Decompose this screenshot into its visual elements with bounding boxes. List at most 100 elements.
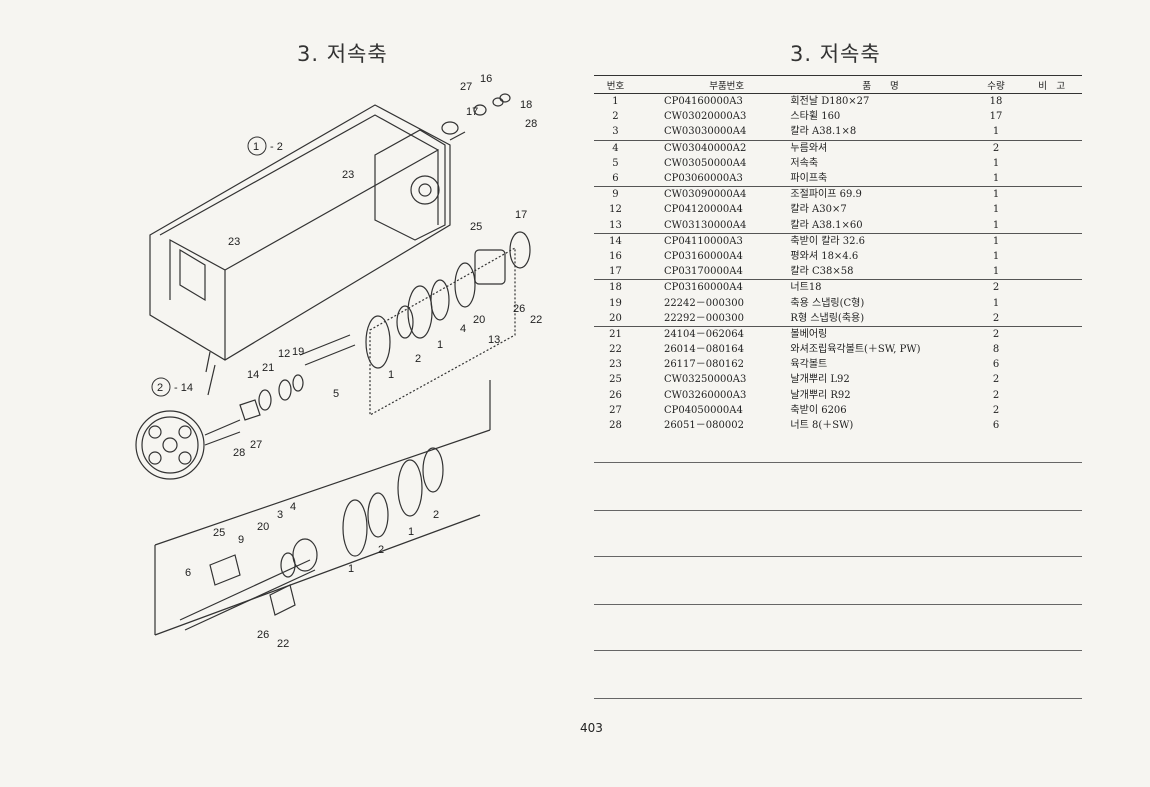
row-no: 4: [594, 139, 637, 156]
callout: 17: [515, 209, 527, 221]
row-no: 3: [612, 126, 619, 138]
callout: 23: [228, 236, 240, 248]
callout: 5: [333, 388, 339, 400]
callout: 18: [520, 99, 532, 111]
row-part-name: 저속축: [790, 157, 819, 169]
divider: [594, 604, 1082, 605]
row-part-number: CW03030000A4: [663, 126, 747, 138]
row-note: [1021, 232, 1082, 249]
row-note: [1021, 139, 1082, 156]
reference-callout-1-suffix: - 2: [270, 141, 283, 153]
row-part-number: 26051－080002: [663, 420, 744, 432]
row-part-number: 26014－080164: [663, 344, 744, 356]
row-quantity: 1: [992, 219, 1000, 231]
row-no: 22: [609, 344, 622, 356]
row-note: [1021, 279, 1082, 296]
divider: [594, 698, 1082, 699]
header-no: 번호: [594, 75, 637, 94]
callout: 19: [292, 346, 304, 358]
row-part-name: 와셔조립육각볼트(＋SW, PW): [790, 344, 921, 356]
table-row: 22 26014－080164 와셔조립육각볼트(＋SW, PW) 8: [594, 342, 1082, 357]
row-note: [1021, 109, 1082, 124]
row-part-number: CW03090000A4: [636, 186, 791, 203]
header-note: 비 고: [1021, 75, 1082, 94]
callout: 14: [247, 369, 259, 381]
row-no: 16: [609, 250, 622, 262]
row-no: 25: [609, 374, 622, 386]
row-note: [1021, 124, 1082, 140]
row-note: [1021, 325, 1082, 342]
callout: 2: [415, 353, 421, 365]
callout: 16: [480, 73, 492, 85]
row-quantity: 8: [992, 344, 1000, 356]
row-quantity: 1: [992, 266, 1000, 278]
row-quantity: 1: [992, 126, 1000, 138]
row-part-name: 칼라 A38.1×8: [790, 126, 857, 138]
row-part-number: 24104－062064: [636, 325, 791, 342]
row-part-number: CP03160000A4: [636, 279, 791, 296]
callout: 21: [262, 362, 274, 374]
row-no: 23: [609, 359, 622, 371]
reference-callout-2: 2: [157, 382, 163, 394]
row-note: [1021, 311, 1082, 327]
callout: 23: [342, 169, 354, 181]
row-part-name: 날개뿌리 L92: [790, 374, 850, 386]
row-part-number: CW03050000A4: [663, 157, 747, 169]
row-no: 18: [594, 279, 637, 296]
empty-ruled-area: [594, 462, 1082, 702]
row-part-number: CP03170000A4: [663, 266, 743, 278]
row-note: [1021, 295, 1082, 310]
row-part-name: 스타휠 160: [790, 111, 841, 123]
row-no: 21: [594, 325, 637, 342]
row-quantity: 2: [970, 279, 1022, 296]
row-quantity: 1: [970, 232, 1022, 249]
row-part-number: CW03260000A3: [663, 389, 747, 401]
row-quantity: 17: [989, 111, 1003, 123]
row-part-name: 파이프축: [790, 173, 828, 185]
row-part-number: CW03250000A3: [663, 374, 747, 386]
callout: 26: [257, 629, 269, 641]
callout: 28: [525, 118, 537, 130]
row-no: 28: [609, 420, 622, 432]
header-part-name: 품 명: [790, 75, 971, 94]
callout: 22: [277, 638, 289, 650]
row-note: [1021, 264, 1082, 280]
row-note: [1021, 156, 1082, 171]
header-part-number: 부품번호: [636, 75, 791, 94]
row-quantity: 2: [970, 325, 1022, 342]
row-quantity: 6: [992, 420, 1000, 432]
row-quantity: 1: [992, 297, 1000, 309]
row-no: 1: [612, 96, 619, 108]
row-no: 13: [609, 219, 622, 231]
row-quantity: 1: [992, 250, 1000, 262]
callout: 20: [257, 521, 269, 533]
row-note: [1021, 357, 1082, 372]
callout: 1: [388, 369, 394, 381]
row-part-number: 26117－080162: [663, 359, 744, 371]
row-quantity: 2: [970, 139, 1022, 156]
page-number: 403: [580, 721, 603, 735]
callout: 17: [466, 106, 478, 118]
row-quantity: 1: [992, 173, 1000, 185]
row-quantity: 18: [989, 96, 1003, 108]
callout: 20: [473, 314, 485, 326]
callout: 1: [437, 339, 443, 351]
callout: 25: [470, 221, 482, 233]
row-note: [1021, 249, 1082, 264]
divider: [594, 556, 1082, 557]
callout: 4: [290, 501, 296, 513]
row-no: 2: [612, 111, 619, 123]
